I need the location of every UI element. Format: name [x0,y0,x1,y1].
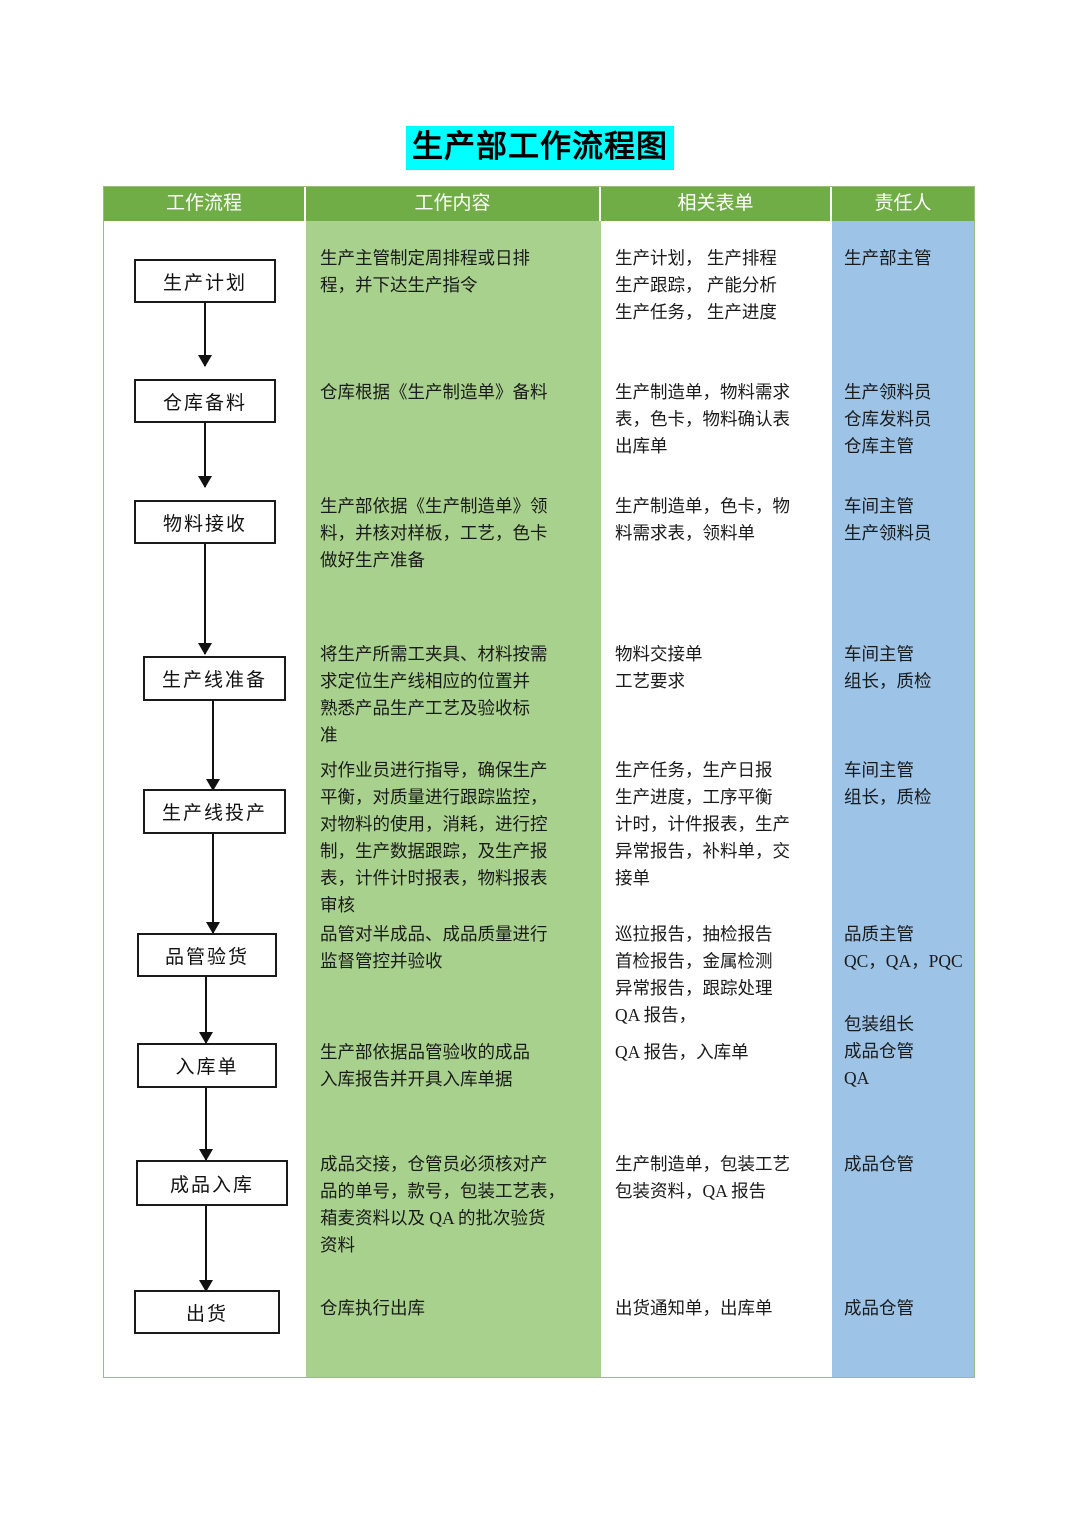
flow-box-9[interactable]: 出货 [134,1290,280,1334]
flow-arrow-1-2 [198,303,212,367]
flow-arrow-5-6 [206,834,220,934]
flow-box-2[interactable]: 仓库备料 [134,379,276,423]
forms-cell-9: 出货通知单，出库单 [615,1298,773,1318]
content-cell-9: 仓库执行出库 [320,1298,425,1318]
flow-box-7[interactable]: 入库单 [137,1043,277,1088]
content-cell-5: 对作业员进行指导，确保生产 平衡，对质量进行跟踪监控， 对物料的使用，消耗，进行… [320,760,548,915]
forms-cell-6: 巡拉报告，抽检报告 首检报告，金属检测 异常报告，跟踪处理 QA 报告， [615,924,773,1025]
column-related-forms: 生产计划， 生产排程 生产跟踪， 产能分析 生产任务， 生产进度 生产制造单，物… [601,221,832,1377]
content-cell-2: 仓库根据《生产制造单》备料 [320,382,548,402]
owner-cell-1: 生产部主管 [844,248,932,268]
page-title: 生产部工作流程图 [406,126,674,170]
flow-box-6[interactable]: 品管验货 [137,933,277,977]
column-header-related-forms: 相关表单 [601,187,832,221]
forms-cell-5: 生产任务，生产日报 生产进度，工序平衡 计时，计件报表，生产 异常报告，补料单，… [615,760,790,888]
flow-arrow-3-4 [198,544,212,655]
flow-arrow-7-8 [199,1088,213,1161]
content-cell-4: 将生产所需工夹具、材料按需 求定位生产线相应的位置并 熟悉产品生产工艺及验收标 … [320,644,548,745]
forms-cell-8: 生产制造单，包装工艺 包装资料，QA 报告 [615,1154,790,1201]
forms-cell-4: 物料交接单 工艺要求 [615,644,703,691]
owner-cell-8: 成品仓管 [844,1154,914,1174]
owner-cell-6: 品质主管 QC，QA，PQC [844,924,963,971]
column-work-flow: 生产计划 仓库备料 物料接收 生产线准备 生产线投产 [104,221,306,1377]
flow-box-6-label: 品管验货 [164,946,249,968]
flow-box-4-label: 生产线准备 [161,670,267,691]
flow-arrow-8-9 [199,1206,213,1292]
flow-arrow-4-5 [206,701,220,791]
flow-box-3-label: 物料接收 [162,513,247,535]
column-header-work-flow: 工作流程 [104,187,306,221]
content-cell-7: 生产部依据品管验收的成品 入库报告并开具入库单据 [320,1042,530,1089]
flow-box-4[interactable]: 生产线准备 [143,656,286,701]
flow-arrow-2-3 [198,423,212,488]
forms-cell-2: 生产制造单，物料需求 表，色卡，物料确认表 出库单 [615,382,790,456]
flow-box-2-label: 仓库备料 [162,392,247,414]
flow-box-8[interactable]: 成品入库 [136,1160,288,1206]
flow-box-8-label: 成品入库 [169,1174,254,1196]
owner-cell-7: 包装组长 成品仓管 QA [844,1014,914,1088]
forms-cell-1: 生产计划， 生产排程 生产跟踪， 产能分析 生产任务， 生产进度 [615,248,777,322]
table-body: 生产计划 仓库备料 物料接收 生产线准备 生产线投产 [104,221,974,1377]
flow-box-5-label: 生产线投产 [161,803,267,824]
flow-box-1[interactable]: 生产计划 [134,259,276,303]
flow-box-1-label: 生产计划 [162,272,247,294]
forms-cell-3: 生产制造单，色卡，物 料需求表，领料单 [615,496,790,543]
owner-cell-9: 成品仓管 [844,1298,914,1318]
column-header-work-content: 工作内容 [306,187,601,221]
page-title-container: 生产部工作流程图 [0,126,1080,170]
flow-arrow-6-7 [199,977,213,1044]
column-header-responsible-person: 责任人 [832,187,974,221]
owner-cell-2: 生产领料员 仓库发料员 仓库主管 [844,382,932,456]
content-cell-1: 生产主管制定周排程或日排 程，并下达生产指令 [320,248,530,295]
table-header-row: 工作流程 工作内容 相关表单 责任人 [104,187,974,221]
forms-cell-7: QA 报告，入库单 [615,1042,749,1062]
flow-box-5[interactable]: 生产线投产 [143,789,286,834]
column-work-content: 生产主管制定周排程或日排 程，并下达生产指令 仓库根据《生产制造单》备料 生产部… [306,221,601,1377]
process-table: 工作流程 工作内容 相关表单 责任人 生产计划 仓库备料 物料接收 [103,186,975,1378]
flow-box-7-label: 入库单 [175,1057,239,1078]
owner-cell-5: 车间主管 组长，质检 [844,760,932,807]
column-responsible-person: 生产部主管 生产领料员 仓库发料员 仓库主管 车间主管 生产领料员 车间主管 组… [832,221,974,1377]
flow-box-9-label: 出货 [185,1303,228,1325]
content-cell-3: 生产部依据《生产制造单》领 料，并核对样板，工艺，色卡 做好生产准备 [320,496,548,570]
owner-cell-4: 车间主管 组长，质检 [844,644,932,691]
content-cell-6: 品管对半成品、成品质量进行 监督管控并验收 [320,924,548,971]
owner-cell-3: 车间主管 生产领料员 [844,496,932,543]
flow-box-3[interactable]: 物料接收 [134,500,276,544]
content-cell-8: 成品交接，仓管员必须核对产 品的单号，款号，包装工艺表， 葙麦资料以及 QA 的… [320,1154,565,1255]
